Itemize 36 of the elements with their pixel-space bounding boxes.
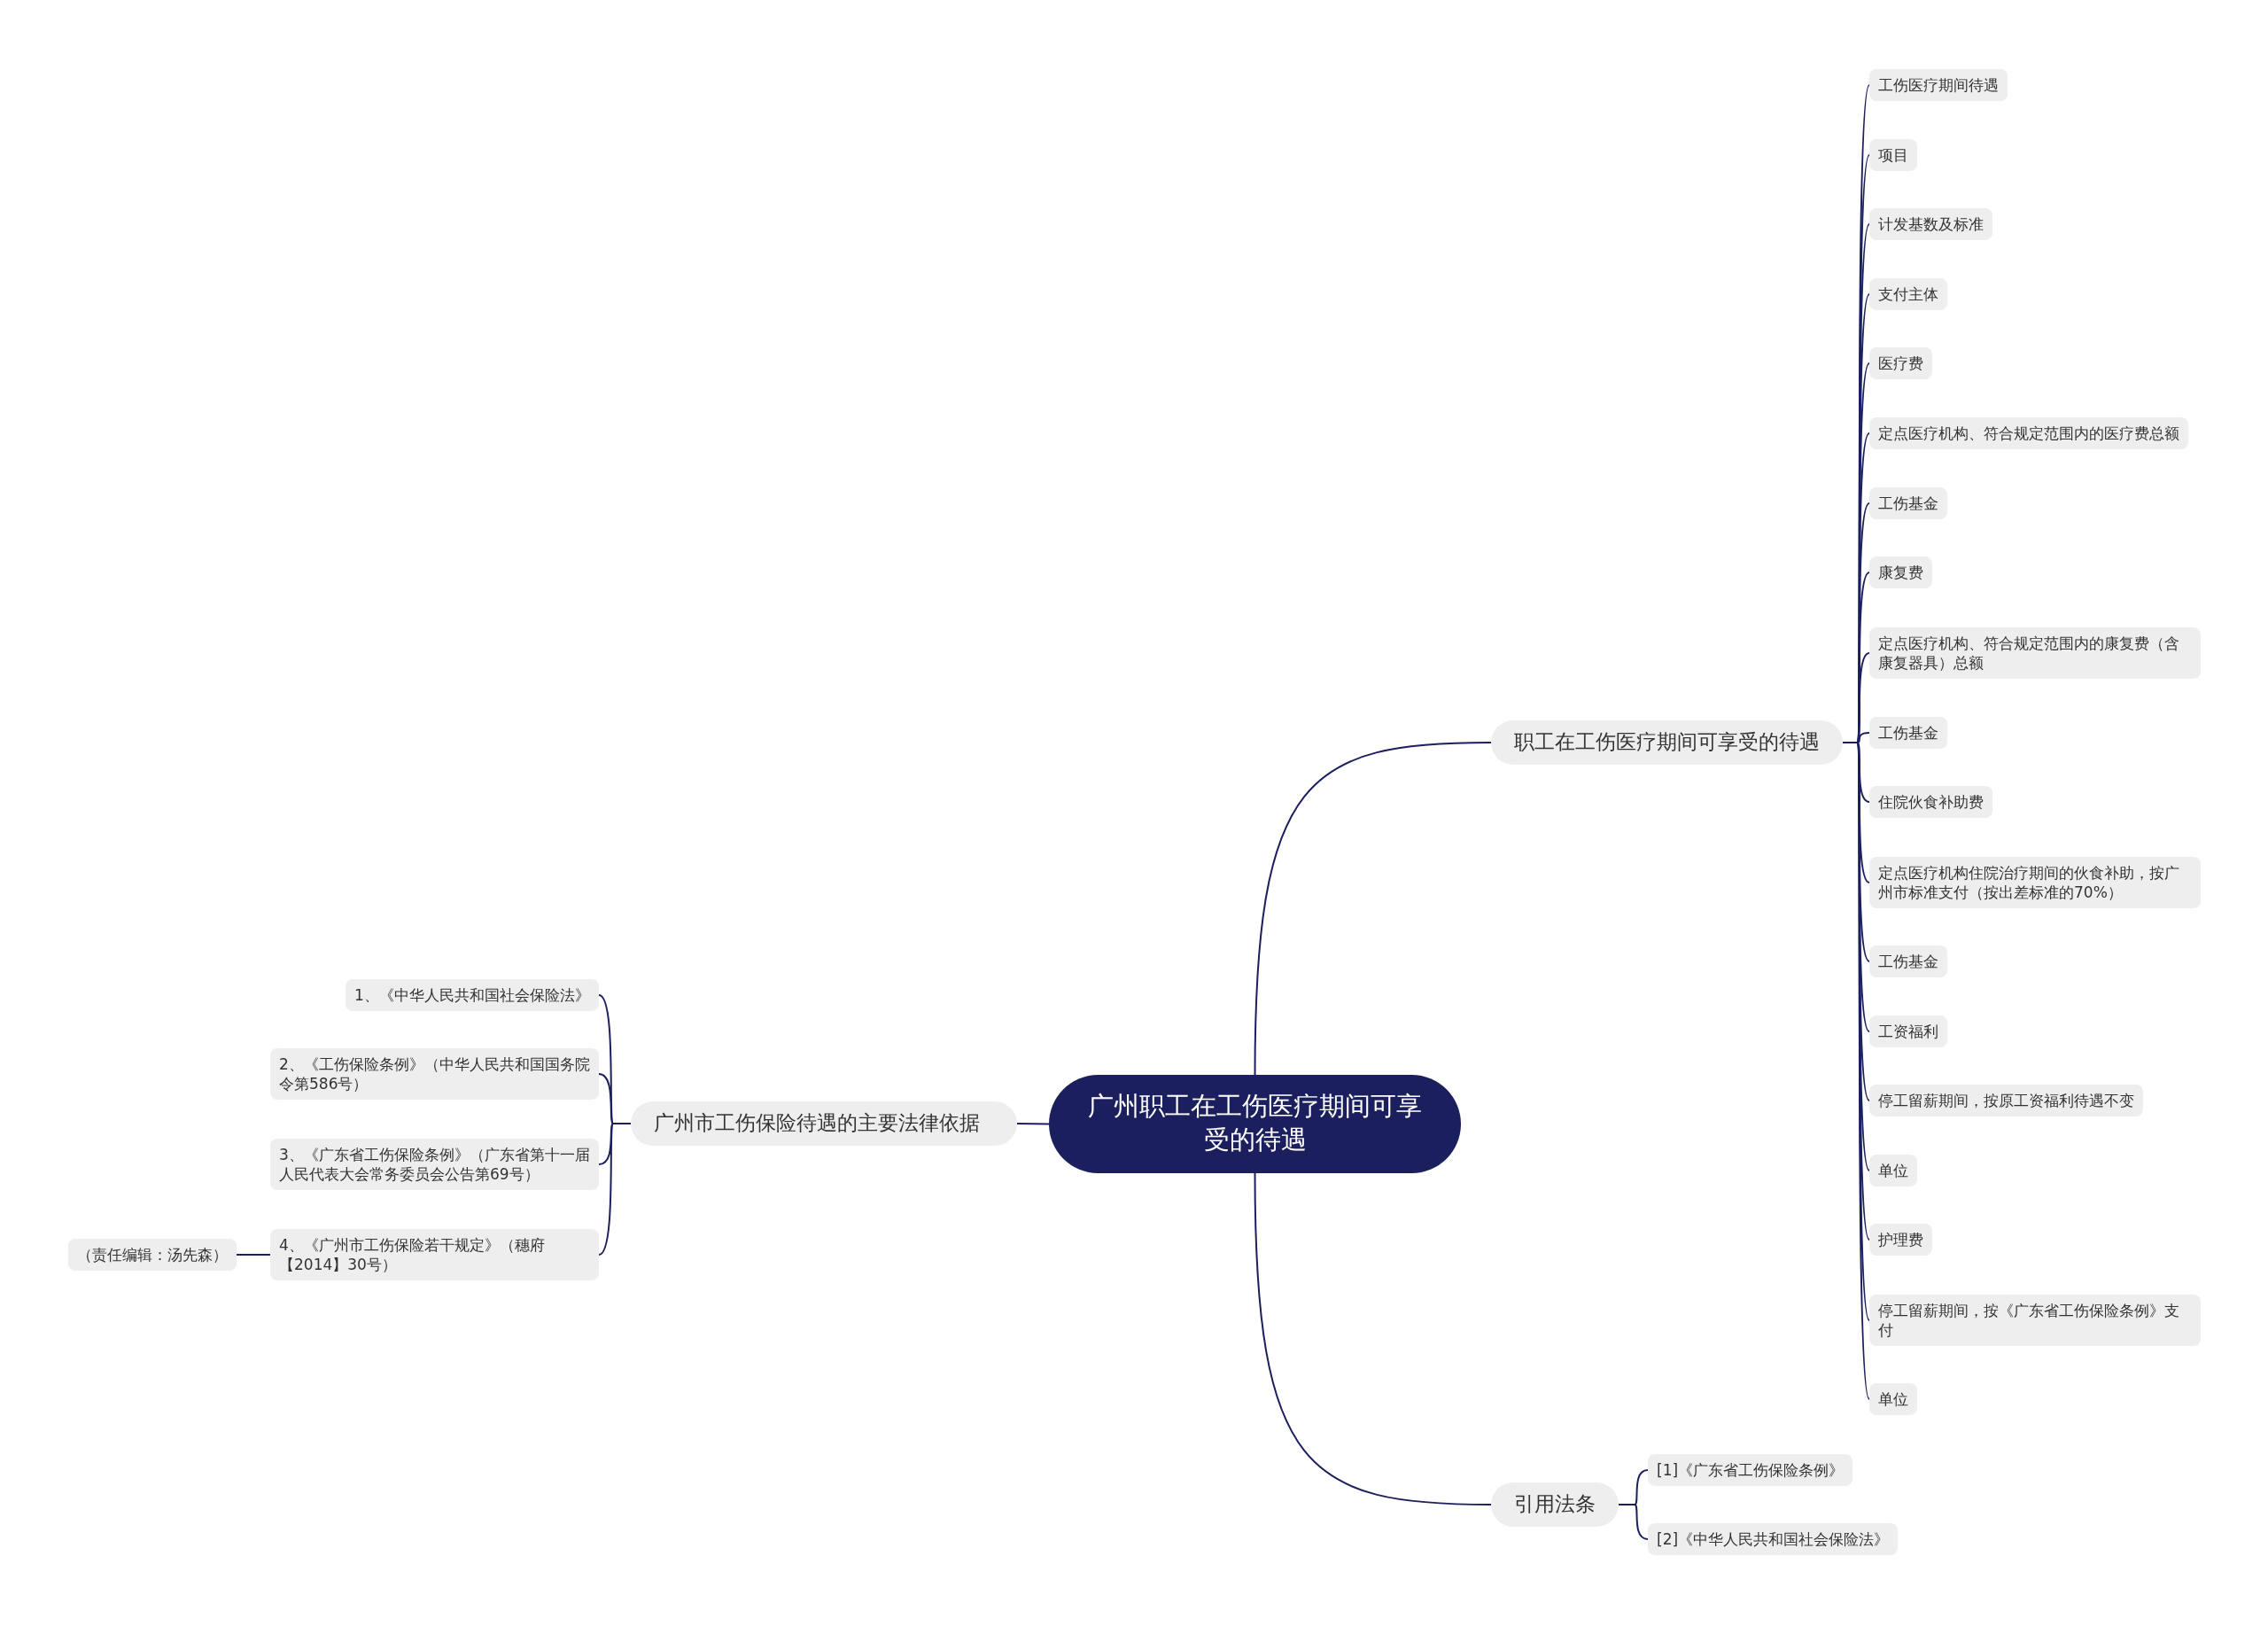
leaf-topic: 护理费 xyxy=(1869,1224,1932,1256)
connector-line xyxy=(236,1254,271,1256)
connector-line xyxy=(1618,1504,1649,1540)
leaf-topic: 工伤基金 xyxy=(1869,487,1947,520)
connector-line xyxy=(1016,1123,1050,1125)
leaf-topic: 计发基数及标准 xyxy=(1869,208,1992,241)
leaf-topic: 工伤基金 xyxy=(1869,717,1947,750)
central-topic: 广州职工在工伤医疗期间可享受的待遇 xyxy=(1049,1074,1461,1173)
leaf-topic: 康复费 xyxy=(1869,556,1932,589)
leaf-topic: 工伤医疗期间待遇 xyxy=(1869,69,2008,102)
leaf-topic: [2]《中华人民共和国社会保险法》 xyxy=(1648,1523,1899,1556)
leaf-topic: 工伤基金 xyxy=(1869,945,1947,978)
connector-line xyxy=(1254,742,1492,1076)
leaf-topic: 住院伙食补助费 xyxy=(1869,786,1992,819)
leaf-topic: 停工留薪期间，按《广东省工伤保险条例》支付 xyxy=(1869,1295,2201,1347)
leaf-topic: [1]《广东省工伤保险条例》 xyxy=(1648,1454,1853,1487)
leaf-topic: 2、《工伤保险条例》（中华人民共和国国务院令第586号） xyxy=(270,1048,599,1101)
leaf-topic: 定点医疗机构、符合规定范围内的康复费（含康复器具）总额 xyxy=(1869,627,2201,680)
leaf-topic: 停工留薪期间，按原工资福利待遇不变 xyxy=(1869,1085,2143,1117)
connector-line xyxy=(1254,1172,1492,1505)
branch-topic: 引用法条 xyxy=(1491,1482,1619,1527)
branch-topic: 职工在工伤医疗期间可享受的待遇 xyxy=(1491,720,1843,765)
leaf-topic: 3、《广东省工伤保险条例》（广东省第十一届人民代表大会常务委员会公告第69号） xyxy=(270,1139,599,1191)
connector-line xyxy=(598,1123,632,1256)
leaf-topic: 支付主体 xyxy=(1869,278,1947,311)
leaf-topic: 项目 xyxy=(1869,139,1917,172)
leaf-topic: 定点医疗机构住院治疗期间的伙食补助，按广州市标准支付（按出差标准的70%） xyxy=(1869,857,2201,909)
leaf-topic: 1、《中华人民共和国社会保险法》 xyxy=(346,979,599,1012)
leaf-topic: 4、《广州市工伤保险若干规定》（穗府【2014】30号） xyxy=(270,1229,599,1281)
leaf-topic: （责任编辑：汤先森） xyxy=(68,1239,237,1272)
leaf-topic: 工资福利 xyxy=(1869,1015,1947,1048)
leaf-topic: 单位 xyxy=(1869,1383,1917,1416)
leaf-topic: 定点医疗机构、符合规定范围内的医疗费总额 xyxy=(1869,417,2188,450)
leaf-topic: 医疗费 xyxy=(1869,347,1932,380)
leaf-topic: 单位 xyxy=(1869,1155,1917,1187)
branch-topic: 广州市工伤保险待遇的主要法律依据 xyxy=(631,1101,1017,1146)
